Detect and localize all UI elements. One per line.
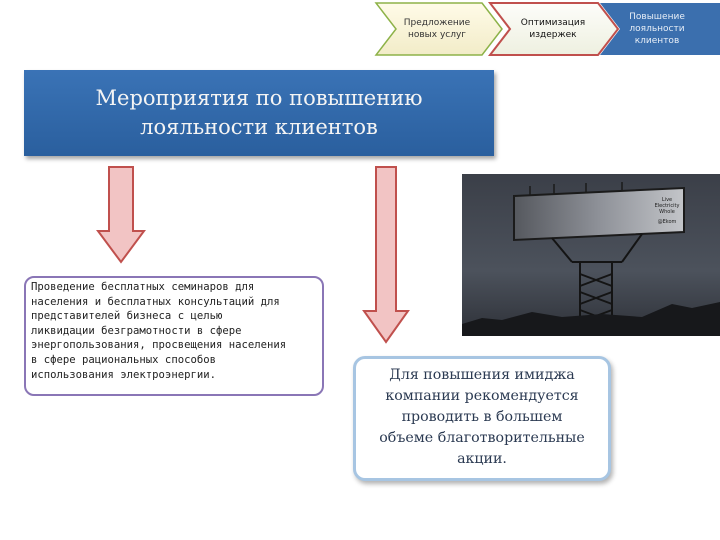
seminars-line-6: в сфере рациональных способов [31,353,216,366]
title-line-1: Мероприятия по повышению [95,86,423,110]
seminars-line-7: использования электроэнергии. [31,368,216,381]
chevron-step-1-line2: новых услуг [407,30,467,40]
seminars-text-box: Проведение бесплатных семинаров для насе… [24,276,324,396]
billboard-text-3: Whole [659,209,675,215]
chevron-step-2-label: Оптимизация издержек [508,17,598,41]
billboard-text-4: @Ekom [658,219,677,225]
chevron-step-1 [374,2,503,56]
charity-recommendation-box: Для повышения имиджа компании рекомендуе… [353,356,611,481]
seminars-line-5: энергопользования, просвещения населения [31,339,287,352]
chevron-shapes [374,1,720,56]
charity-line-4: объеме благотворительные [379,430,585,446]
down-arrow-left-icon [96,166,146,264]
chevron-step-2-line1: Оптимизация [520,18,586,28]
chevron-step-3-label: Повышение лояльности клиентов [612,11,702,47]
chevron-step-2 [487,1,620,56]
charity-line-3: проводить в большем [401,409,563,425]
chevron-step-3 [600,3,720,55]
chevron-step-3-line3: клиентов [634,36,680,46]
title-box: Мероприятия по повышению лояльности клие… [24,70,494,156]
process-chevrons: Предложение новых услуг Оптимизация изде… [0,0,720,56]
billboard-text-1: Live [662,197,672,203]
seminars-line-3: представителей бизнеса с целью [31,310,223,323]
billboard-photo: Live Electricity Whole @Ekom [462,174,720,336]
seminars-line-2: населения и бесплатных консультаций для [31,295,280,308]
chevron-step-3-line1: Повышение [629,12,685,22]
charity-line-1: Для повышения имиджа [389,367,575,383]
title-line-2: лояльности клиентов [140,115,378,139]
chevron-step-3-line2: лояльности [629,24,685,34]
billboard-text-2: Electricity [655,203,680,209]
chevron-step-1-label: Предложение новых услуг [393,17,481,41]
chevron-step-2-line2: издержек [529,30,577,40]
seminars-line-4: ликвидации безграмотности в сфере [31,324,242,337]
charity-line-5: акции. [457,451,507,467]
down-arrow-right-icon [362,166,410,344]
chevron-step-1-line1: Предложение [403,18,471,28]
seminars-line-1: Проведение бесплатных семинаров для [31,281,255,293]
charity-line-2: компании рекомендуется [385,388,579,404]
